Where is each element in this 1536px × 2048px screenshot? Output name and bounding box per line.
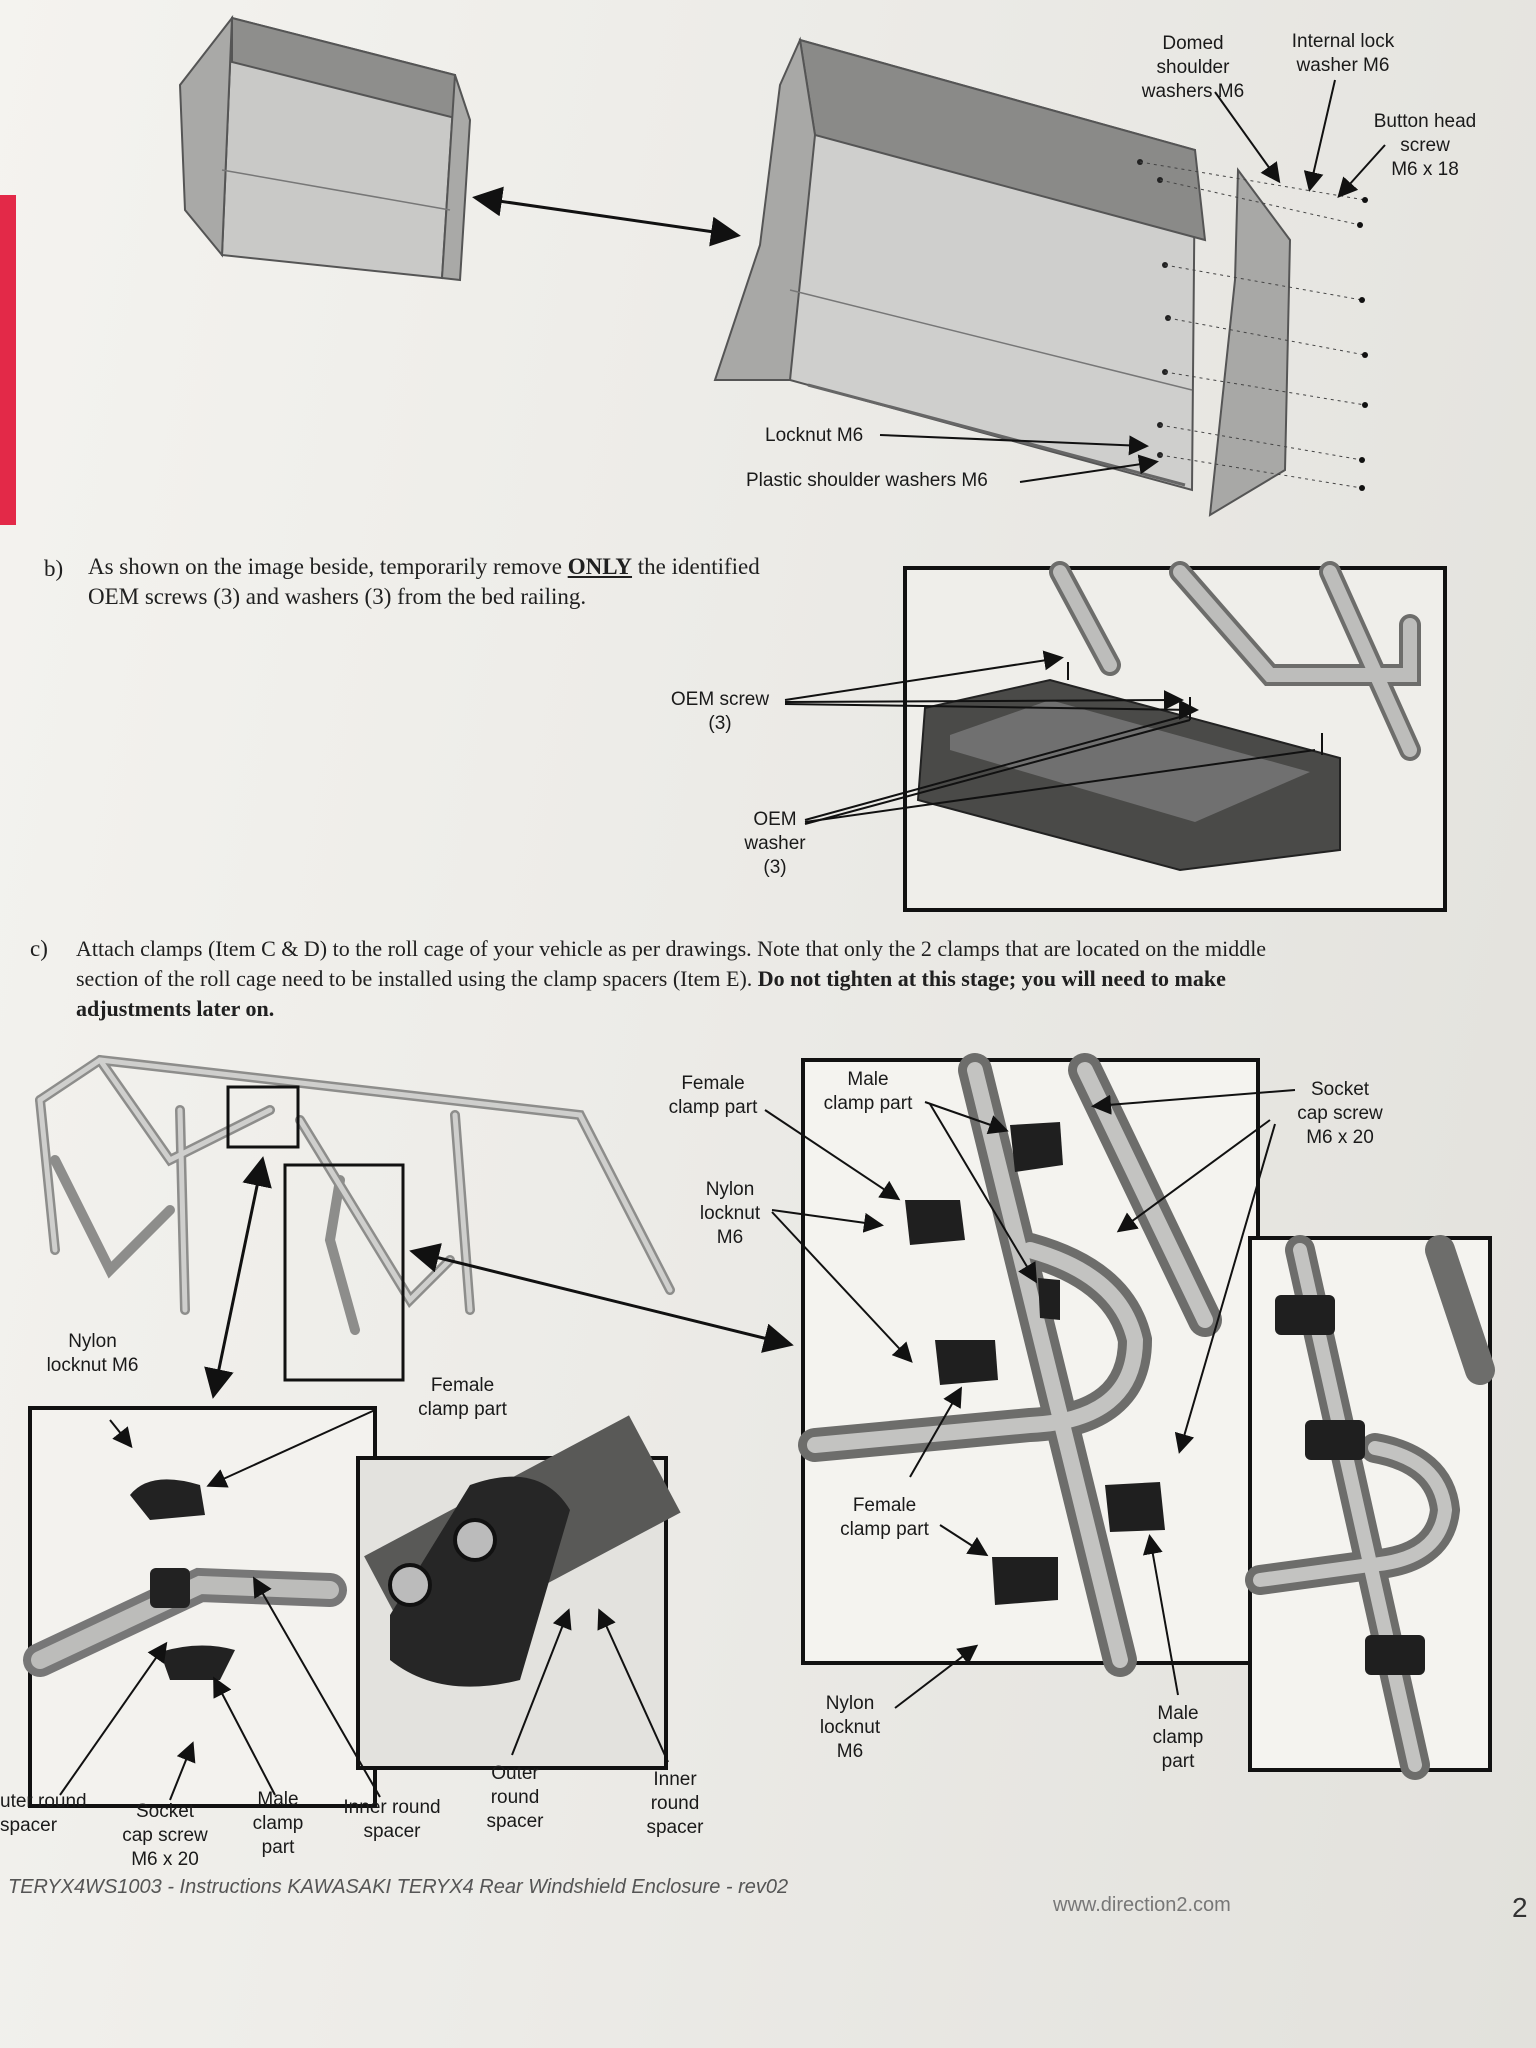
oem-washer-label: OEM washer (3)	[744, 809, 806, 878]
plastic-washers-label: Plastic shoulder washers M6	[746, 470, 988, 491]
step-b-letter: b)	[44, 556, 64, 581]
female-clamp-left-label: Female clamp part	[418, 1375, 507, 1420]
locknut-label: Locknut M6	[765, 425, 864, 446]
outer-round-spacer-left-label: uter round spacer	[0, 1791, 87, 1836]
internal-lock-washer-label: Internal lock washer M6	[1291, 31, 1395, 76]
step-c-letter: c)	[30, 936, 48, 961]
inner-round-spacer-left-label: Inner round spacer	[343, 1797, 441, 1842]
step-c-text: Attach clamps (Item C & D) to the roll c…	[76, 936, 1267, 1021]
male-clamp-left-label: Male clamp part	[252, 1789, 304, 1858]
footer-document-title: TERYX4WS1003 - Instructions KAWASAKI TER…	[8, 1876, 789, 1898]
small-windshield-view	[178, 14, 472, 282]
bed-railing-drawing	[784, 561, 1447, 912]
female-clamp-bottom-label: Female clamp part	[840, 1495, 929, 1540]
outer-round-spacer-label: Outer round spacer	[486, 1763, 544, 1832]
roll-cage-clamp-drawing	[23, 1053, 1495, 1808]
correspondence-arrow	[472, 186, 741, 247]
step-b-text: As shown on the image beside, temporaril…	[88, 554, 760, 609]
male-clamp-top-label: Male clamp part	[823, 1069, 913, 1114]
large-windshield-view	[713, 36, 1368, 517]
button-head-screw-label: Button head screw M6 x 18	[1373, 111, 1477, 180]
nylon-locknut-bottom-label: Nylon locknut M6	[819, 1693, 881, 1762]
nylon-locknut-left-label: Nylon locknut M6	[46, 1331, 139, 1376]
domed-washers-label: Domed shoulder washers M6	[1141, 33, 1245, 102]
roll-cage-overview	[35, 1054, 675, 1335]
socket-screw-left-label: Socket cap screw M6 x 20	[122, 1801, 208, 1870]
male-clamp-bottom-label: Male clamp part	[1152, 1703, 1204, 1772]
inner-round-spacer-label: Inner round spacer	[646, 1769, 704, 1838]
oem-screw-label: OEM screw (3)	[670, 689, 770, 734]
footer-url: www.direction2.com	[1053, 1894, 1231, 1916]
page-number: 2	[1512, 1892, 1528, 1923]
nylon-locknut-mid-label: Nylon locknut M6	[699, 1179, 761, 1248]
socket-screw-right-label: Socket cap screw M6 x 20	[1297, 1079, 1383, 1148]
windshield-exploded-drawing	[178, 14, 1386, 517]
red-edge-mark	[0, 195, 16, 525]
female-clamp-top-label: Female clamp part	[668, 1073, 758, 1118]
